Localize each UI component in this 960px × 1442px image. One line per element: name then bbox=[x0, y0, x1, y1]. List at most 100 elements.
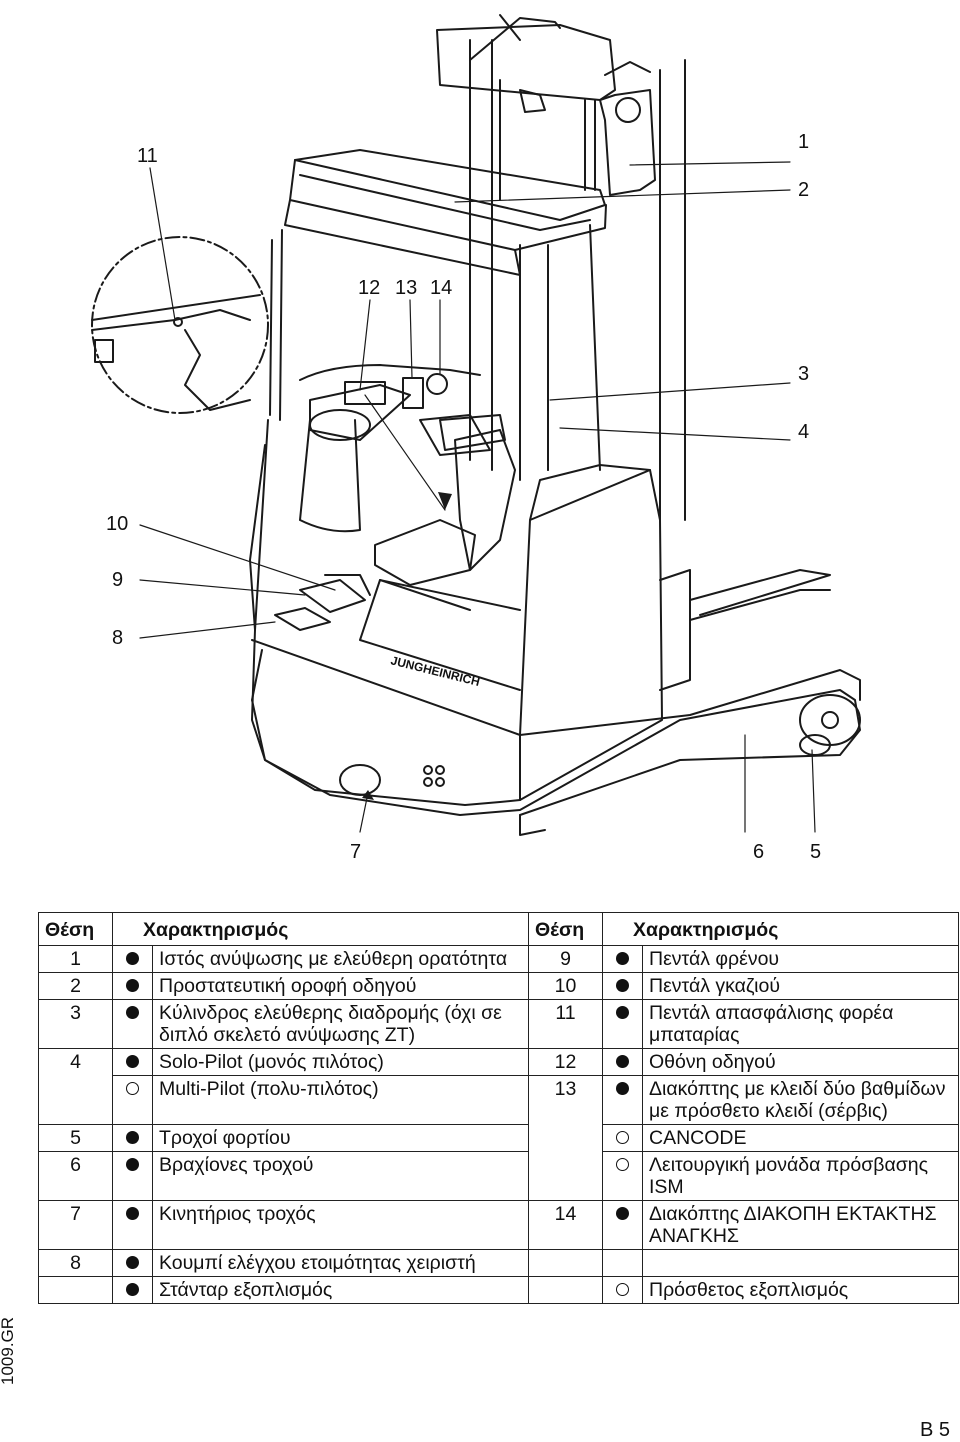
standard-marker bbox=[112, 1249, 153, 1277]
standard-marker bbox=[602, 1048, 643, 1076]
header-position-left: Θέση bbox=[38, 912, 113, 946]
filled-dot-icon bbox=[616, 979, 629, 992]
header-description-right: Χαρακτηρισμός bbox=[602, 912, 959, 946]
row-description: Διακόπτης ΔΙΑΚΟΠΗ ΕΚΤΑΚΤΗΣ ΑΝΑΓΚΗΣ bbox=[642, 1200, 959, 1250]
callout-13: 13 bbox=[395, 277, 418, 299]
row-number bbox=[528, 1249, 603, 1277]
filled-dot-icon bbox=[126, 1158, 139, 1171]
table-row: 3 Κύλινδρος ελεύθερης διαδρομής (όχι σε … bbox=[38, 999, 959, 1049]
reach-truck-illustration: JUNGHEINRICH bbox=[91, 14, 861, 836]
hollow-circle-icon bbox=[126, 1082, 139, 1095]
pedals bbox=[274, 574, 371, 631]
row-number: 11 bbox=[528, 999, 603, 1049]
table-header-row: Θέση Χαρακτηρισμός Θέση Χαρακτηρισμός bbox=[38, 912, 959, 946]
filled-dot-icon bbox=[616, 1055, 629, 1068]
callout-14: 14 bbox=[430, 277, 453, 299]
document-code: 1009.GR bbox=[0, 1316, 17, 1385]
row-number: 4 bbox=[38, 1048, 113, 1076]
header-position-right: Θέση bbox=[528, 912, 603, 946]
empty-marker-cell bbox=[602, 1249, 643, 1277]
callout-12: 12 bbox=[358, 277, 381, 299]
row-description: Πεντάλ απασφάλισης φορέα μπαταρίας bbox=[642, 999, 959, 1049]
standard-marker bbox=[602, 999, 643, 1049]
standard-marker bbox=[602, 1200, 643, 1250]
legend-row: Στάνταρ εξοπλισμός Πρόσθετος εξοπλισμός bbox=[38, 1276, 959, 1304]
callout-7: 7 bbox=[350, 841, 362, 863]
table-row: 1 Ιστός ανύψωσης με ελεύθερη ορατότητα 9… bbox=[38, 945, 959, 973]
standard-marker bbox=[112, 1124, 153, 1152]
row-description: Τροχοί φορτίου bbox=[152, 1124, 529, 1152]
hollow-circle-icon bbox=[616, 1158, 629, 1171]
empty-cell bbox=[38, 1276, 113, 1304]
callout-6: 6 bbox=[753, 841, 765, 863]
row-description: Κινητήριος τροχός bbox=[152, 1200, 529, 1250]
row-number: 3 bbox=[38, 999, 113, 1049]
callout-5: 5 bbox=[810, 841, 822, 863]
row-number: 12 bbox=[528, 1048, 603, 1076]
table-row: 4 Solo-Pilot (μονός πιλότος) 12 Οθόνη οδ… bbox=[38, 1048, 959, 1076]
standard-marker bbox=[112, 972, 153, 1000]
filled-dot-icon bbox=[126, 1055, 139, 1068]
component-legend-table: Θέση Χαρακτηρισμός Θέση Χαρακτηρισμός 1 … bbox=[38, 912, 959, 1304]
row-description: Οθόνη οδηγού bbox=[642, 1048, 959, 1076]
filled-dot-icon bbox=[126, 1283, 139, 1296]
standard-marker bbox=[112, 1200, 153, 1250]
page-number: B 5 bbox=[920, 1419, 951, 1441]
row-description: CANCODE bbox=[642, 1124, 959, 1152]
optional-marker bbox=[602, 1124, 643, 1152]
row-description: Κύλινδρος ελεύθερης διαδρομής (όχι σε δι… bbox=[152, 999, 529, 1049]
callout-4: 4 bbox=[798, 421, 810, 443]
optional-marker bbox=[602, 1276, 643, 1304]
row-description: Διακόπτης με κλειδί δύο βαθμίδων με πρόσ… bbox=[642, 1075, 959, 1125]
seat bbox=[374, 414, 516, 611]
standard-marker bbox=[602, 945, 643, 973]
filled-dot-icon bbox=[616, 1082, 629, 1095]
row-number bbox=[38, 1075, 113, 1125]
table-row: 7 Κινητήριος τροχός 14 Διακόπτης ΔΙΑΚΟΠΗ… bbox=[38, 1200, 959, 1250]
row-number: 8 bbox=[38, 1249, 113, 1277]
standard-marker bbox=[602, 972, 643, 1000]
callout-9: 9 bbox=[112, 569, 124, 591]
hollow-circle-icon bbox=[616, 1131, 629, 1144]
row-number: 14 bbox=[528, 1200, 603, 1250]
standard-marker bbox=[602, 1075, 643, 1125]
optional-marker bbox=[602, 1151, 643, 1201]
callout-2: 2 bbox=[798, 179, 810, 201]
table-row: Multi-Pilot (πολυ-πιλότος) 13 Διακόπτης … bbox=[38, 1075, 959, 1201]
standard-marker bbox=[112, 945, 153, 973]
filled-dot-icon bbox=[126, 1131, 139, 1144]
empty-cell bbox=[528, 1276, 603, 1304]
forks bbox=[659, 569, 831, 691]
empty-cell bbox=[642, 1249, 959, 1277]
row-number: 13 bbox=[528, 1075, 603, 1201]
row-description: Multi-Pilot (πολυ-πιλότος) bbox=[152, 1075, 529, 1125]
filled-dot-icon bbox=[616, 1006, 629, 1019]
row-number: 6 bbox=[38, 1151, 113, 1201]
standard-marker bbox=[112, 1276, 153, 1304]
row-description: Πεντάλ φρένου bbox=[642, 945, 959, 973]
row-description: Κουμπί ελέγχου ετοιμότητας χειριστή bbox=[152, 1249, 529, 1277]
legend-optional: Πρόσθετος εξοπλισμός bbox=[642, 1276, 959, 1304]
callout-10: 10 bbox=[106, 513, 129, 535]
base-and-wheels bbox=[251, 649, 861, 836]
callout-8: 8 bbox=[112, 627, 124, 649]
row-number: 5 bbox=[38, 1124, 113, 1152]
callout-1: 1 bbox=[798, 131, 810, 153]
filled-dot-icon bbox=[126, 1207, 139, 1220]
row-description: Λειτουργική μονάδα πρόσβασης ISM bbox=[642, 1151, 959, 1201]
table-row: 6 Βραχίονες τροχού Λειτουργική μονάδα πρ… bbox=[38, 1151, 959, 1201]
callout-3: 3 bbox=[798, 363, 810, 385]
filled-dot-icon bbox=[126, 1256, 139, 1269]
hollow-circle-icon bbox=[616, 1283, 629, 1296]
overhead-guard bbox=[269, 149, 607, 481]
row-description: Solo-Pilot (μονός πιλότος) bbox=[152, 1048, 529, 1076]
filled-dot-icon bbox=[126, 1006, 139, 1019]
leader-lines bbox=[139, 161, 816, 833]
filled-dot-icon bbox=[126, 979, 139, 992]
brand-logo: JUNGHEINRICH bbox=[389, 653, 481, 689]
standard-marker bbox=[112, 1151, 153, 1201]
callout-11: 11 bbox=[137, 145, 158, 167]
table-row: 5 Τροχοί φορτίου CANCODE bbox=[38, 1124, 959, 1152]
filled-dot-icon bbox=[126, 952, 139, 965]
row-description: Προστατευτική οροφή οδηγού bbox=[152, 972, 529, 1000]
